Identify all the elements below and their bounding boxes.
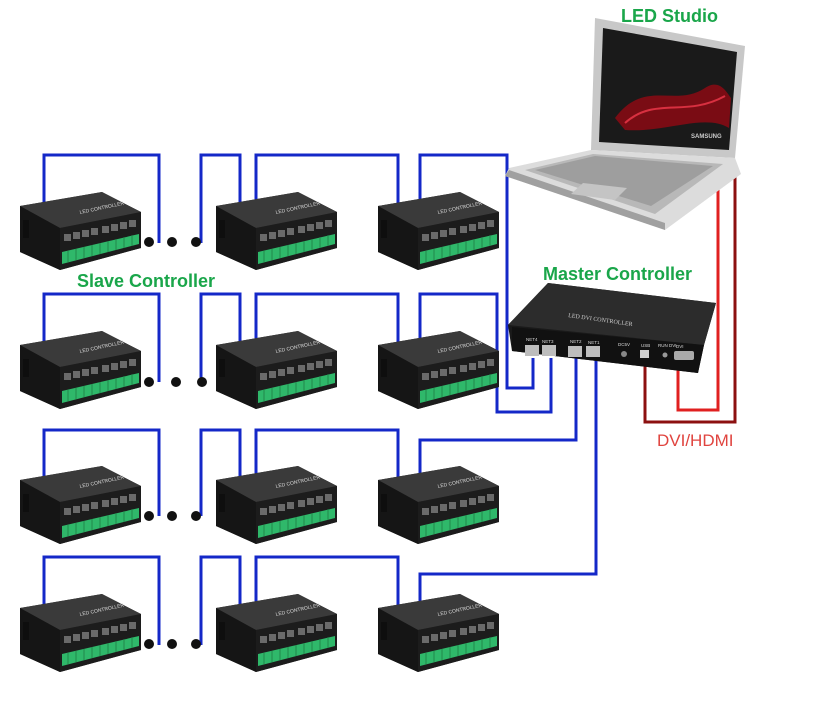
ellipsis-dots — [144, 237, 207, 649]
slave-controller: LED CONTROLLER — [216, 192, 337, 270]
port-label: DC5V — [618, 342, 630, 347]
port-label: USB — [641, 343, 650, 348]
wire-r3-master — [418, 358, 578, 482]
row1-wires — [42, 153, 535, 390]
dot — [144, 511, 154, 521]
port-label: NET1 — [588, 340, 600, 345]
dot — [191, 511, 201, 521]
slave-controller: LED CONTROLLER — [378, 331, 499, 409]
dot — [191, 639, 201, 649]
wire-r1-c — [254, 153, 400, 208]
dot — [167, 237, 177, 247]
dvi-cable — [676, 170, 720, 412]
dot — [144, 639, 154, 649]
laptop-brand: SAMSUNG — [691, 134, 722, 140]
dot — [191, 237, 201, 247]
wire-r2-c — [254, 292, 400, 346]
port-label: NET3 — [542, 339, 554, 344]
laptop: SAMSUNG — [505, 18, 745, 230]
slave-controller: LED CONTROLLER — [378, 192, 499, 270]
slave-controller: LED CONTROLLER — [378, 466, 499, 544]
dot — [171, 377, 181, 387]
slave-controller: LED CONTROLLER — [20, 192, 141, 270]
row2-wires — [42, 292, 553, 414]
slave-controller: LED CONTROLLER — [20, 466, 141, 544]
port-label: DVI — [676, 344, 684, 349]
wire-r1-b — [199, 153, 242, 243]
slave-controller: LED CONTROLLER — [216, 331, 337, 409]
master-controller: LED DVI CONTROLLER NET4 NET3 NET2 NET1 D… — [508, 283, 716, 373]
dot — [167, 639, 177, 649]
wire-r2-b — [199, 292, 242, 382]
dot — [167, 511, 177, 521]
wire-r4-master — [418, 358, 598, 612]
slave-controller: LED CONTROLLER — [216, 466, 337, 544]
row3-wires — [42, 358, 578, 516]
master-controller-label: Master Controller — [543, 264, 693, 284]
slave-controller: LED CONTROLLER — [20, 331, 141, 409]
wire-r2-a — [42, 292, 161, 382]
port-label: RUN DVI — [658, 343, 677, 348]
power-jack — [621, 351, 627, 357]
usb-cable — [643, 172, 737, 424]
row4-wires — [42, 358, 598, 645]
wire-r4-c — [254, 555, 400, 612]
led-studio-label: LED Studio — [621, 6, 718, 26]
wire-r1-master — [418, 153, 535, 390]
wire-r4-b — [199, 555, 242, 645]
dvi-port — [674, 351, 694, 360]
usb-port — [640, 350, 649, 358]
slave-controller-label: Slave Controller — [77, 271, 216, 291]
wire-r3-b — [199, 428, 242, 516]
slave-controller: LED CONTROLLER — [378, 594, 499, 672]
slave-controller: LED CONTROLLER — [216, 594, 337, 672]
dot — [144, 377, 154, 387]
dvi-hdmi-label: DVI/HDMI — [657, 431, 734, 450]
ethernet-ports — [525, 345, 600, 357]
port-label: NET4 — [526, 337, 538, 342]
slave-controller: LED CONTROLLER — [20, 594, 141, 672]
wire-r4-a — [42, 555, 161, 645]
wire-r3-a — [42, 428, 161, 516]
dot — [197, 377, 207, 387]
port-label: NET2 — [570, 339, 582, 344]
dot — [144, 237, 154, 247]
run-led — [662, 352, 668, 358]
wire-r1-a — [42, 153, 161, 243]
wire-r3-c — [254, 428, 400, 482]
